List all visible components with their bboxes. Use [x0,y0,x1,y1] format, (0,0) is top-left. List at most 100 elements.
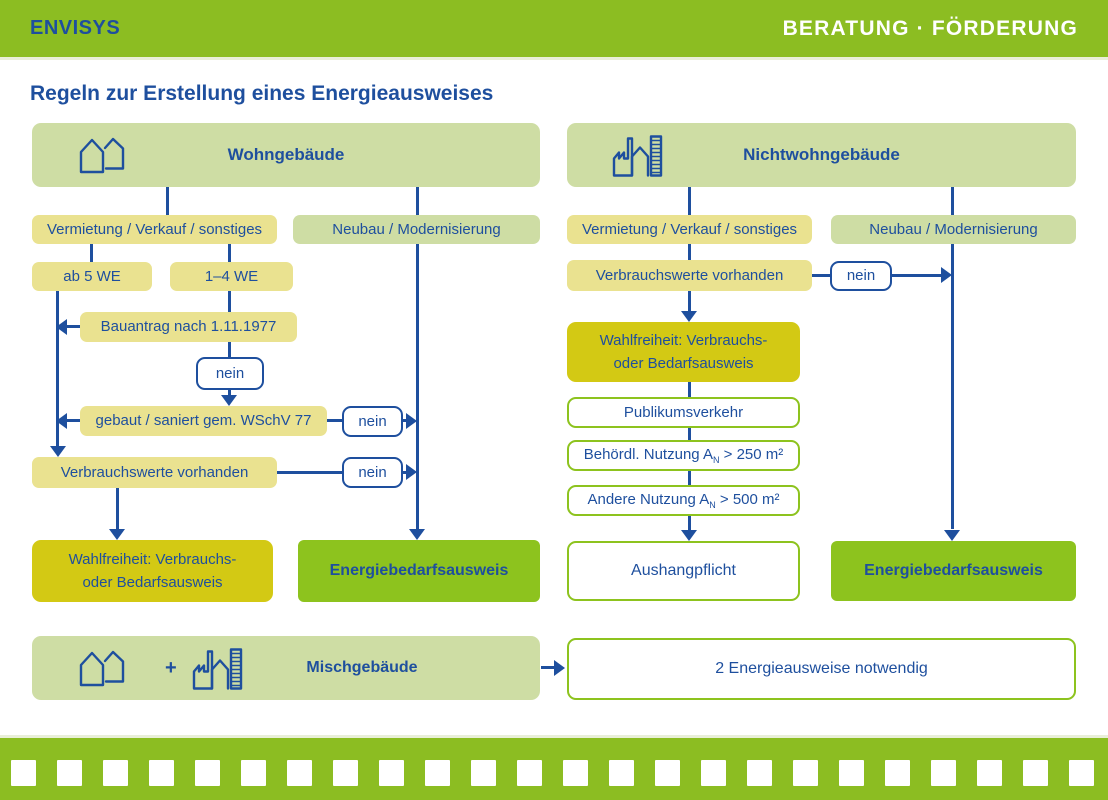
flow-line [688,428,691,440]
wg-nein1-box: nein [196,357,264,390]
wg-wahlfreiheit-line2: oder Bedarfsausweis [82,574,223,591]
nwg-verbrauchswerte-box: Verbrauchswerte vorhanden [567,260,812,291]
flow-arrow-down [681,530,697,541]
film-strip-hole [1069,760,1094,786]
film-strip-hole [11,760,36,786]
film-strip-holes [11,760,1094,786]
film-strip-hole [471,760,496,786]
flow-arrow-down [681,311,697,322]
flow-arrow-down [409,529,425,540]
wg-energiebedarfsausweis-box: Energiebedarfsausweis [298,540,540,602]
film-strip-hole [195,760,220,786]
wg-1-4we-label: 1–4 WE [204,267,259,285]
nichtwohngebaeude-header-box: Nichtwohngebäude [567,123,1076,187]
flow-line [228,342,231,357]
flow-line [327,419,342,422]
wg-bauantrag-box: Bauantrag nach 1.11.1977 [80,312,297,342]
film-strip-hole [793,760,818,786]
flow-line [403,419,407,422]
nwg-energiebedarfsausweis-label: Energiebedarfsausweis [864,562,1043,580]
flow-line [67,419,80,422]
flow-line [688,187,691,215]
flow-line [951,187,954,215]
flow-line [541,666,555,669]
flow-arrow-down [109,529,125,540]
flow-line [403,471,407,474]
film-strip-hole [885,760,910,786]
behoerdl-sub: N [712,454,720,465]
header-bar: ENVISYS BERATUNG · FÖRDERUNG [0,0,1108,60]
factory-icon [612,133,666,178]
nwg-neubau-box: Neubau / Modernisierung [831,215,1076,244]
zwei-energieausweise-label: 2 Energieausweise notwendig [715,660,928,678]
wg-vermietung-label: Vermietung / Verkauf / sonstiges [46,220,263,238]
flow-arrow-down [944,530,960,541]
flow-arrow-left [56,413,67,429]
film-strip-hole [839,760,864,786]
flow-line [116,488,119,529]
flow-line [228,291,231,312]
film-strip-hole [425,760,450,786]
behoerdl-post: > 250 m² [719,445,784,463]
nichtwohngebaeude-label: Nichtwohngebäude [743,144,900,164]
wg-ab5we-label: ab 5 WE [63,267,121,285]
andere-sub: N [709,499,716,510]
header-tagline: BERATUNG · FÖRDERUNG [782,16,1078,40]
flow-line [812,274,830,277]
film-strip-hole [563,760,588,786]
wg-gebaut-box: gebaut / saniert gem. WSchV 77 [80,406,327,436]
film-strip-hole [149,760,174,786]
nwg-behoerdl-nutzung-box: Behördl. Nutzung AN > 250 m² [567,440,800,471]
wg-nein3-label: nein [358,463,387,481]
film-strip-hole [609,760,634,786]
factory-icon [192,646,246,691]
film-strip-hole [701,760,726,786]
film-strip-hole [931,760,956,786]
nwg-andere-nutzung-box: Andere Nutzung AN > 500 m² [567,485,800,516]
wg-nein1-label: nein [215,364,245,382]
flow-line [688,471,691,485]
nwg-aushangpflicht-label: Aushangpflicht [631,562,736,580]
film-strip-hole [287,760,312,786]
nwg-vermietung-label: Vermietung / Verkauf / sonstiges [581,220,798,238]
andere-pre: Andere Nutzung A [587,490,710,508]
wg-nein3-box: nein [342,457,403,488]
wg-1-4we-box: 1–4 WE [170,262,293,291]
film-strip-hole [57,760,82,786]
zwei-energieausweise-box: 2 Energieausweise notwendig [567,638,1076,700]
film-strip-hole [103,760,128,786]
nwg-wahlfreiheit-label: Wahlfreiheit: Verbrauchs-oder Bedarfsaus… [600,329,768,375]
nwg-publikumsverkehr-label: Publikumsverkehr [623,403,744,421]
page-title: Regeln zur Erstellung eines Energieauswe… [30,82,494,105]
mischgebaeude-box: + Mischgebäude [32,636,540,700]
flow-arrow-right [554,660,565,676]
flow-line [228,390,231,395]
flow-line [688,244,691,260]
wg-vermietung-box: Vermietung / Verkauf / sonstiges [32,215,277,244]
nwg-energiebedarfsausweis-box: Energiebedarfsausweis [831,541,1076,601]
flow-arrow-right [406,464,417,480]
flow-arrow-right [406,413,417,429]
nwg-vermietung-box: Vermietung / Verkauf / sonstiges [567,215,812,244]
flow-arrow-down [221,395,237,406]
film-strip-hole [747,760,772,786]
wg-neubau-box: Neubau / Modernisierung [293,215,540,244]
brand-logo: ENVISYS [30,17,121,39]
film-strip-hole [977,760,1002,786]
nwg-verbrauchswerte-label: Verbrauchswerte vorhanden [595,266,784,284]
nwg-behoerdl-nutzung-label: Behördl. Nutzung AN > 250 m² [584,446,784,466]
nwg-nein-box: nein [830,261,892,291]
flow-line [228,244,231,262]
flow-line [892,274,942,277]
wg-neubau-label: Neubau / Modernisierung [332,220,501,238]
footer-strip [0,735,1108,800]
flow-line [67,325,80,328]
andere-post: > 500 m² [715,490,780,508]
nwg-wahlfreiheit-line1: Wahlfreiheit: Verbrauchs- [599,332,768,349]
wg-nein2-box: nein [342,406,403,437]
film-strip-hole [333,760,358,786]
wg-wahlfreiheit-box: Wahlfreiheit: Verbrauchs-oder Bedarfsaus… [32,540,273,602]
flow-line [688,516,691,530]
nwg-wahlfreiheit-line2: oder Bedarfsausweis [613,355,754,372]
